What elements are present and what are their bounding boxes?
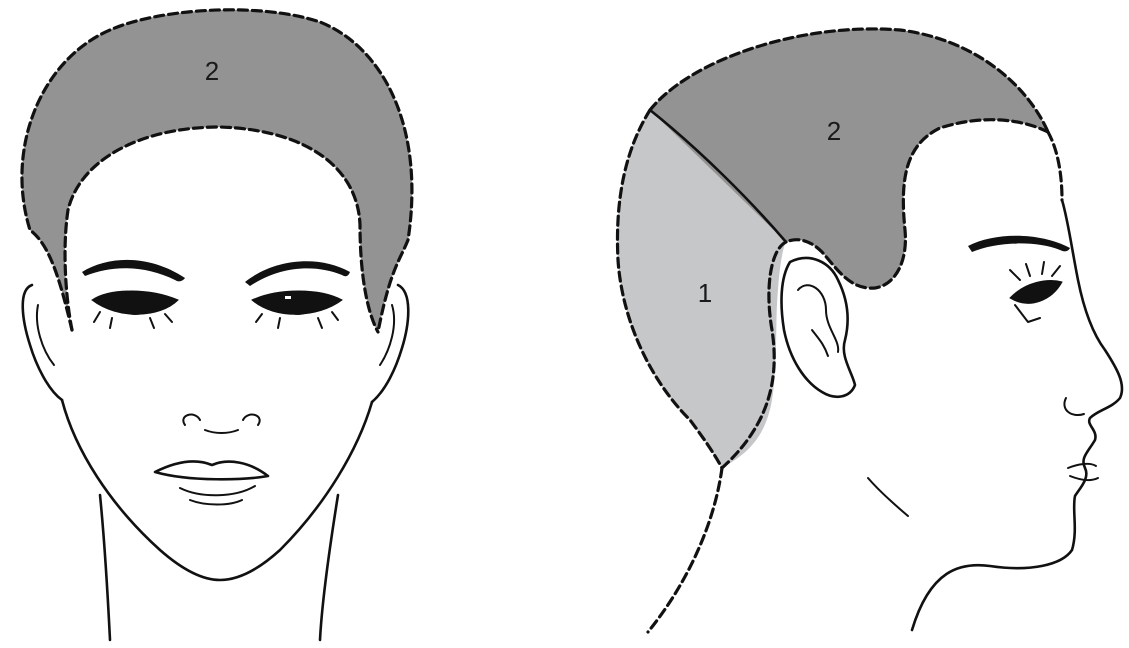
front-left-ear-inner <box>37 305 54 365</box>
side-face-profile <box>912 200 1122 630</box>
front-neck-right <box>320 495 338 640</box>
front-nose <box>183 415 259 433</box>
front-right-eye <box>252 291 342 328</box>
side-jaw-line <box>868 478 908 516</box>
side-view-head: 1 2 <box>617 29 1122 632</box>
front-zone-2-label: 2 <box>205 56 219 86</box>
side-ear-inner <box>798 285 838 356</box>
front-face-outline <box>62 400 372 580</box>
side-zone-2-label: 2 <box>827 116 841 146</box>
side-zone-1-label: 1 <box>698 278 712 308</box>
side-nostril <box>1064 398 1084 415</box>
side-neck-back-dashed-outline <box>648 468 722 632</box>
side-eyebrow <box>968 236 1070 252</box>
front-neck-left <box>100 495 110 640</box>
front-left-eyebrow <box>82 260 185 281</box>
front-lower-lip <box>180 486 255 505</box>
side-forehead-outline <box>1048 132 1062 200</box>
side-ear <box>782 258 855 397</box>
front-view-head: 2 <box>22 10 412 640</box>
side-eye <box>1010 262 1062 322</box>
front-left-eye <box>92 291 178 328</box>
front-lips <box>155 461 268 479</box>
front-right-eyebrow <box>245 261 350 286</box>
